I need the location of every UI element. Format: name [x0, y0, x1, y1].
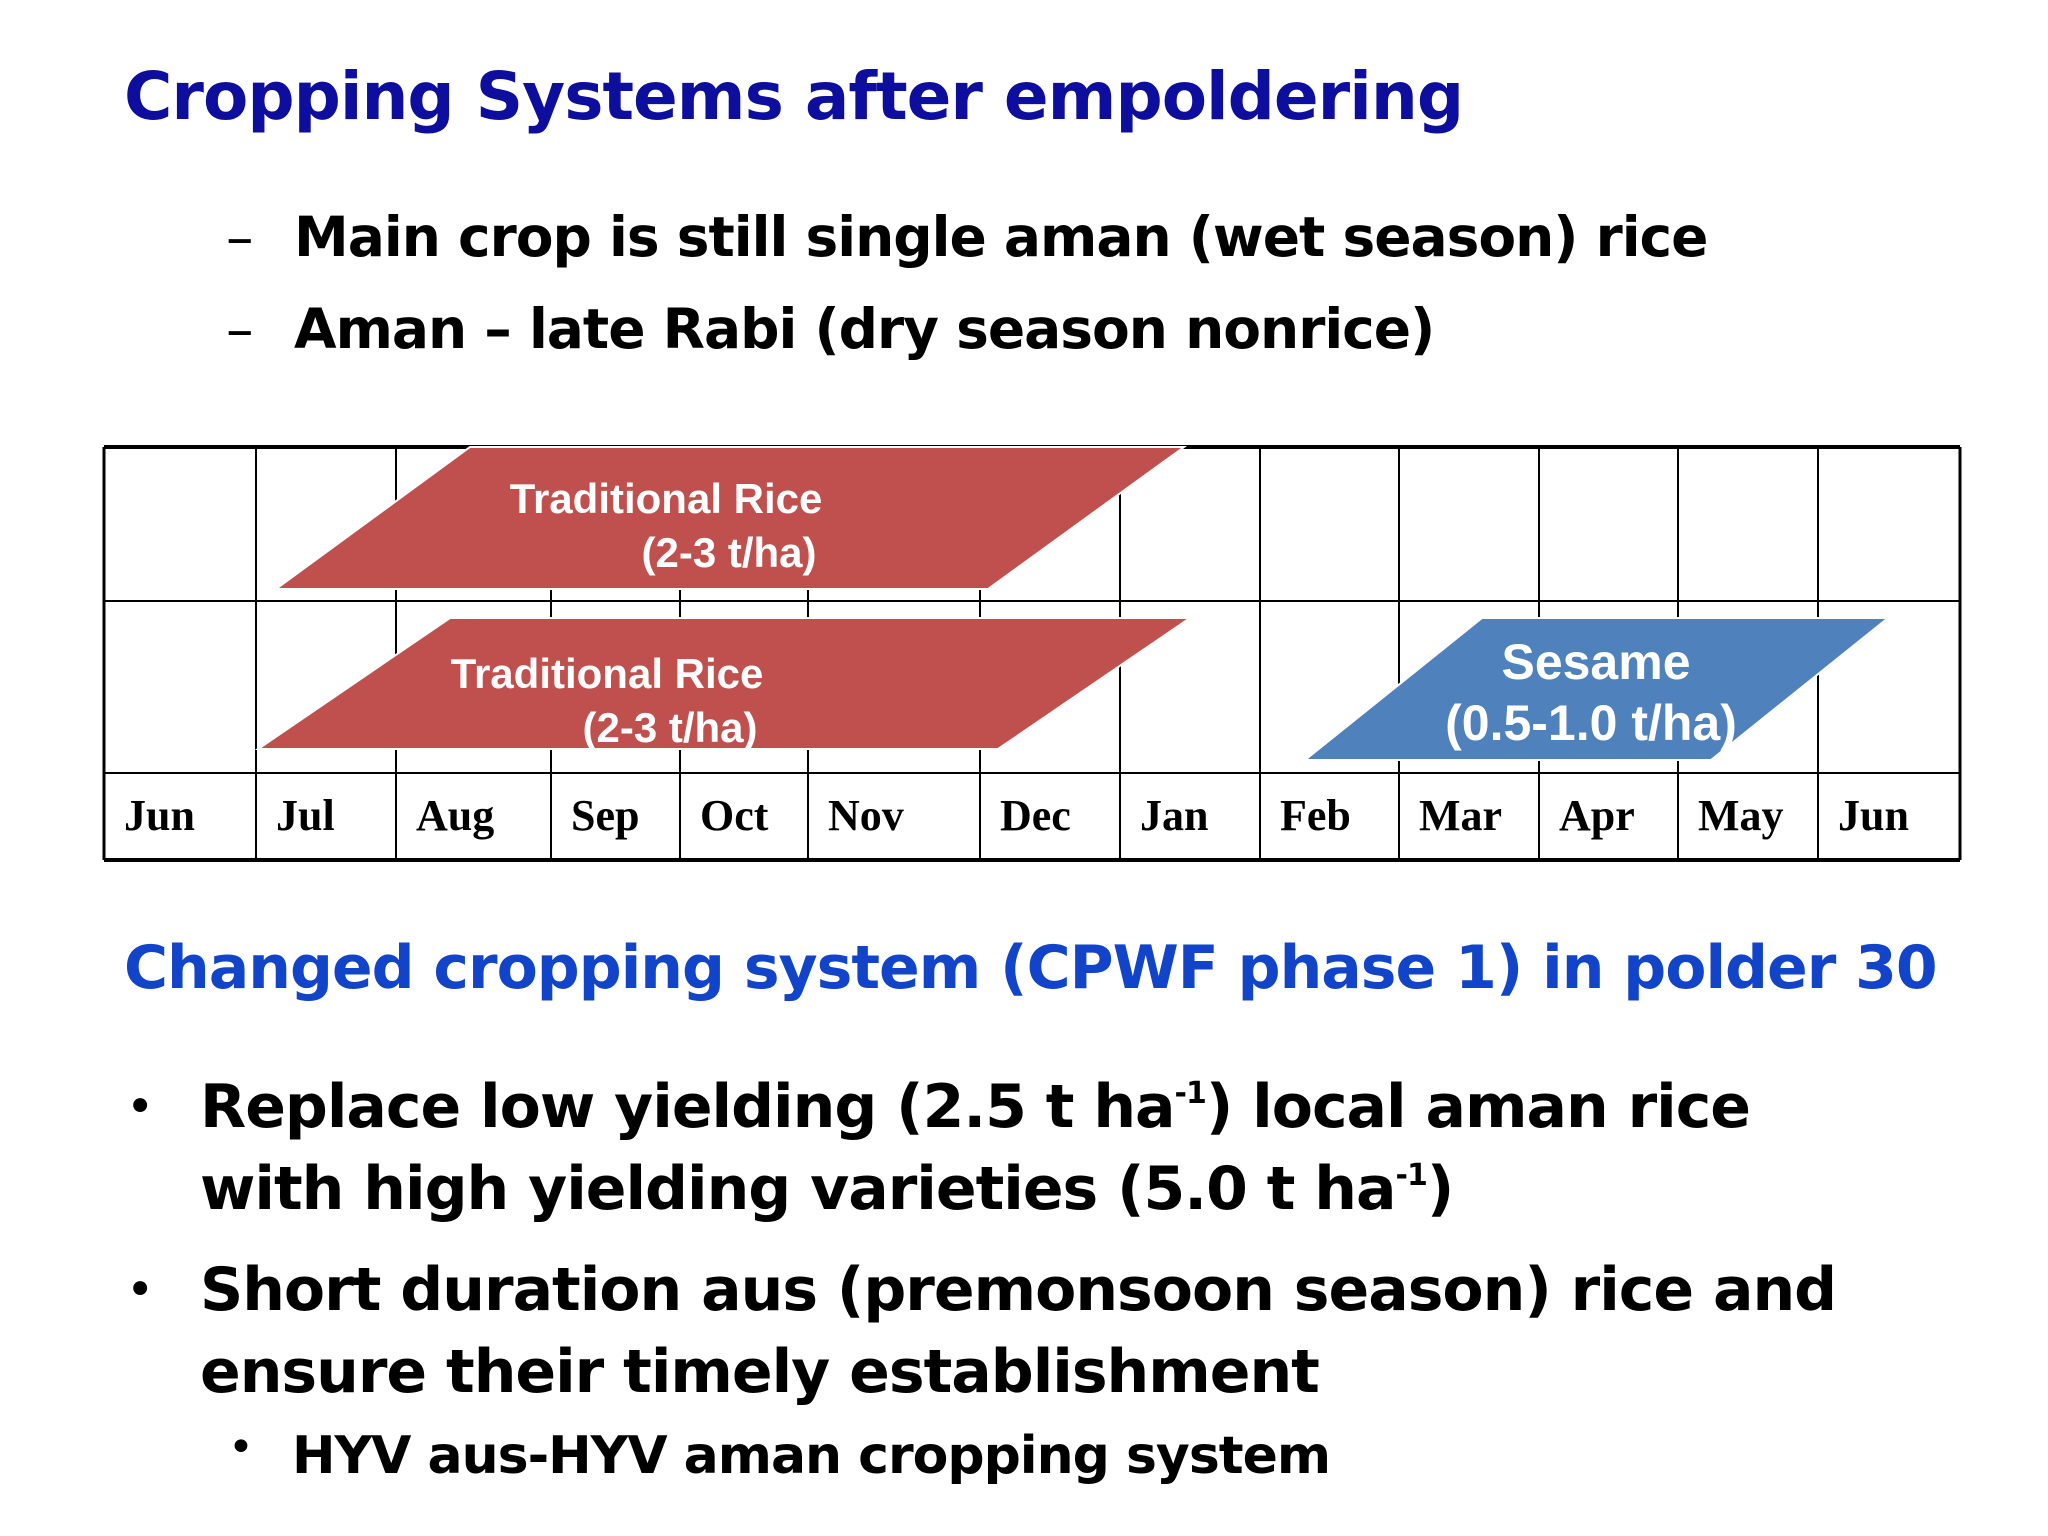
month-label: Jun	[1838, 791, 1909, 840]
month-label: Oct	[700, 791, 769, 840]
month-label: Jan	[1140, 791, 1208, 840]
month-label: Sep	[571, 791, 639, 840]
bullet-marker: •	[228, 1422, 254, 1473]
crop-label: Traditional Rice	[510, 475, 823, 522]
crop-yield-label: (0.5-1.0 t/ha)	[1445, 695, 1737, 751]
month-label: Jun	[124, 791, 195, 840]
bullet-marker: •	[126, 1079, 154, 1135]
intro-point-2: – Aman – late Rabi (dry season nonrice)	[226, 297, 1435, 361]
crop-yield-label: (2-3 t/ha)	[582, 704, 757, 751]
bullet-text: Replace low yielding (2.5 t ha	[200, 1072, 1176, 1142]
month-label: Jul	[276, 791, 335, 840]
section-subtitle: Changed cropping system (CPWF phase 1) i…	[124, 933, 1938, 1003]
bullet-marker: •	[126, 1262, 154, 1318]
month-label: Feb	[1280, 791, 1351, 840]
bullet-text: Short duration aus (premonsoon season) r…	[200, 1255, 1837, 1407]
crop-yield-label: (2-3 t/ha)	[641, 529, 816, 576]
crop-shape	[1302, 617, 1891, 761]
bullet-text: HYV aus-HYV aman cropping system	[292, 1426, 1331, 1486]
month-label: May	[1698, 791, 1784, 840]
bullet-replace-varieties: • Replace low yielding (2.5 t ha-1) loca…	[126, 1066, 1900, 1230]
crop-bars: Traditional Rice(2-3 t/ha)Traditional Ri…	[254, 446, 1891, 761]
crop-shape	[272, 446, 1188, 590]
month-labels: Jun Jul Aug Sep Oct Nov Dec Jan Feb Mar Apr May Jun	[124, 791, 1909, 840]
crop-label: Sesame	[1501, 634, 1690, 690]
superscript: -1	[1395, 1158, 1428, 1193]
month-label: Nov	[828, 791, 904, 840]
intro-point-1: – Main crop is still single aman (wet se…	[226, 205, 1708, 269]
bullet-aus-rice: • Short duration aus (premonsoon season)…	[126, 1249, 1900, 1413]
month-label: Dec	[1000, 791, 1071, 840]
page-title: Cropping Systems after empoldering	[124, 58, 1464, 135]
dash-marker: –	[226, 297, 253, 361]
month-label: Mar	[1419, 791, 1502, 840]
bullet-text: )	[1426, 1154, 1454, 1224]
crop-shape	[254, 617, 1194, 750]
dash-marker: –	[226, 205, 253, 269]
crop-bar: Traditional Rice (2-3 t/ha)	[254, 617, 1194, 751]
intro-point-text: Main crop is still single aman (wet seas…	[294, 205, 1708, 269]
bullet-text: ) local aman rice with high yielding var…	[200, 1072, 1751, 1224]
intro-point-text: Aman – late Rabi (dry season nonrice)	[294, 297, 1435, 361]
month-label: Aug	[416, 791, 494, 840]
month-label: Apr	[1559, 791, 1635, 840]
crop-label: Traditional Rice	[451, 650, 764, 697]
superscript: -1	[1174, 1076, 1207, 1111]
crop-bar: Sesame(0.5-1.0 t/ha)	[1302, 617, 1891, 761]
crop-calendar-diagram: Traditional Rice(2-3 t/ha)Traditional Ri…	[102, 445, 1962, 862]
sub-bullet-hyv: • HYV aus-HYV aman cropping system	[228, 1422, 1331, 1486]
crop-bar: Traditional Rice (2-3 t/ha)	[272, 446, 1188, 590]
